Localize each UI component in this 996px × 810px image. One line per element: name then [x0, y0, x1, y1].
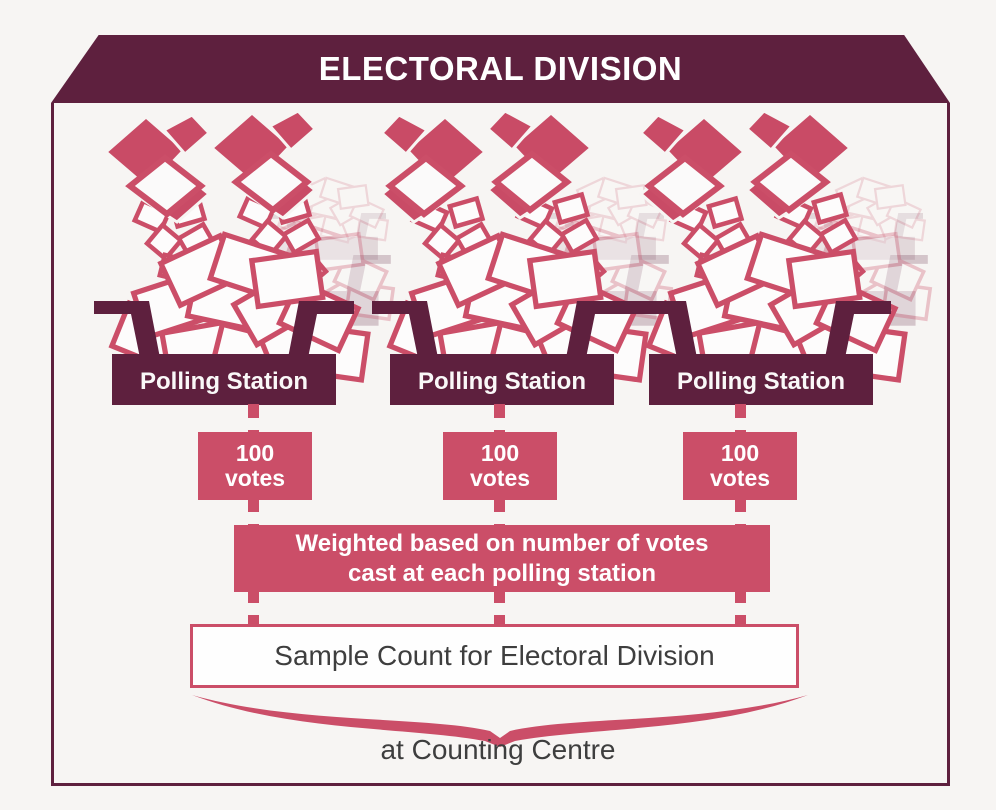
votes-count-box: 100 votes — [443, 432, 557, 500]
dashed-connector — [494, 404, 505, 434]
votes-count-box: 100 votes — [683, 432, 797, 500]
votes-count-box: 100 votes — [198, 432, 312, 500]
dashed-connector — [494, 498, 505, 527]
dashed-connector — [735, 498, 746, 527]
page-title: ELECTORAL DIVISION — [318, 50, 683, 87]
weighting-note-box: Weighted based on number of votes cast a… — [234, 525, 770, 592]
weighting-line-2: cast at each polling station — [347, 559, 657, 587]
votes-unit: votes — [224, 465, 286, 491]
weighting-line-1: Weighted based on number of votes — [295, 529, 709, 557]
votes-value: 100 — [480, 440, 520, 467]
counting-centre-label: at Counting Centre — [380, 734, 616, 765]
votes-value: 100 — [720, 440, 760, 467]
dashed-connector — [735, 404, 746, 434]
votes-value: 100 — [235, 440, 275, 467]
division-frame — [51, 103, 950, 786]
dashed-connector — [248, 404, 259, 434]
polling-station-illustration: Polling Station — [372, 110, 652, 405]
polling-station-label: Polling Station — [677, 368, 845, 395]
electoral-division-header: ELECTORAL DIVISION — [51, 35, 950, 103]
dashed-connector — [494, 589, 505, 626]
polling-station-label: Polling Station — [140, 368, 308, 395]
dashed-connector — [735, 589, 746, 626]
curly-brace-icon — [192, 695, 808, 747]
sample-count-box: Sample Count for Electoral Division — [190, 624, 799, 688]
polling-station-illustration: Polling Station — [94, 110, 374, 405]
polling-station-illustration: Polling Station — [631, 110, 911, 405]
votes-unit: votes — [469, 465, 531, 491]
dashed-connector — [248, 498, 259, 527]
ballot-box-icon — [106, 115, 209, 222]
polling-station-label: Polling Station — [418, 368, 586, 395]
ballot-box-icon — [212, 111, 315, 218]
votes-unit: votes — [709, 465, 771, 491]
dashed-connector — [248, 589, 259, 626]
sample-count-label: Sample Count for Electoral Division — [274, 640, 715, 671]
